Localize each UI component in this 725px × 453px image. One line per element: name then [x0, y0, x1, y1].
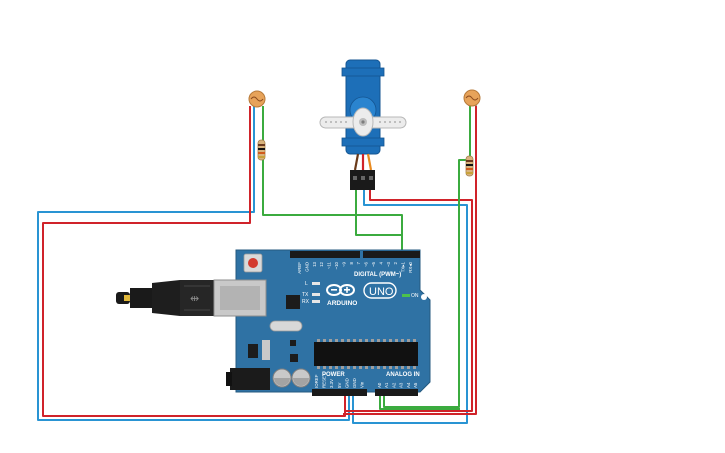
- pin-label: 4: [378, 261, 383, 264]
- crystal-oscillator: [269, 320, 303, 332]
- resistor-right[interactable]: [465, 155, 474, 177]
- status-leds: L TX RX ON: [302, 281, 419, 305]
- digital-label: DIGITAL (PWM~): [354, 272, 401, 278]
- pin-label: A2: [391, 382, 396, 388]
- pin-label: 8: [349, 261, 354, 264]
- pin-label: 3.3V: [329, 379, 334, 388]
- svg-text:⇹: ⇹: [190, 292, 199, 305]
- power-header[interactable]: [312, 389, 367, 396]
- uno-badge: UNO: [363, 282, 397, 299]
- analog-header[interactable]: [375, 389, 418, 396]
- brand-label: ARDUINO: [327, 300, 357, 307]
- pin-label: RESET: [322, 373, 327, 388]
- pin-label: RX◂0: [408, 261, 413, 272]
- photoresistor-right[interactable]: [463, 89, 481, 107]
- pin-label: A3: [399, 382, 404, 388]
- pin-label: IOREF: [314, 374, 319, 388]
- usb-chip: [286, 295, 300, 309]
- pin-label: GND: [352, 378, 357, 388]
- resistor-left[interactable]: [257, 139, 266, 161]
- pin-label: 2: [393, 261, 398, 264]
- usb-cable[interactable]: ⇹: [116, 280, 214, 316]
- wire-left-ldr-green[interactable]: [262, 106, 403, 250]
- pin-label: A0: [377, 382, 382, 388]
- wire-left-ldr-red[interactable]: [42, 106, 346, 417]
- pin-label: Vin: [360, 381, 365, 388]
- pin-label: A4: [406, 382, 411, 388]
- wire-right-ldr-red[interactable]: [343, 106, 477, 415]
- pin-label: 5V: [337, 383, 342, 388]
- pin-label: ~3: [386, 261, 391, 267]
- led-label-l: L: [305, 281, 308, 287]
- pin-label: A1: [384, 382, 389, 388]
- pin-label: GND: [304, 262, 309, 272]
- servo-horn[interactable]: [319, 107, 407, 137]
- pin-label: ~6: [364, 261, 369, 267]
- pin-label: A5: [413, 382, 418, 388]
- pin-label: 12: [319, 261, 324, 266]
- pin-label: ~11: [327, 261, 332, 269]
- on-label: ON: [411, 293, 419, 299]
- servo-motor[interactable]: [319, 59, 407, 190]
- pin-label: GND: [344, 378, 349, 388]
- capacitors: [272, 368, 311, 388]
- arduino-logo: ARDUINO: [326, 284, 357, 307]
- wire-servo-green[interactable]: [355, 190, 403, 250]
- pin-label: 13: [312, 261, 317, 266]
- wire-right-ldr-green[interactable]: [383, 106, 471, 408]
- power-label: POWER: [322, 372, 345, 378]
- digital-header[interactable]: [290, 251, 420, 258]
- analog-label: ANALOG IN: [386, 372, 420, 378]
- pin-label: ~9: [341, 261, 346, 267]
- led-label-rx: RX: [302, 299, 310, 305]
- pin-label: ~5: [371, 261, 376, 267]
- wire-servo-red[interactable]: [346, 190, 473, 412]
- photoresistor-left[interactable]: [248, 90, 266, 108]
- power-jack[interactable]: [230, 368, 270, 390]
- model-label: UNO: [369, 286, 394, 298]
- wire-a0-green[interactable]: [379, 392, 460, 410]
- led-label-tx: TX: [302, 292, 309, 298]
- pin-label: TX▸1: [401, 261, 406, 272]
- wire-left-ldr-blue[interactable]: [37, 106, 350, 421]
- pin-label: ~10: [334, 261, 339, 269]
- atmega-chip: [314, 339, 418, 369]
- wire-servo-blue[interactable]: [352, 190, 468, 424]
- wires: [37, 106, 477, 424]
- pin-label: AREF: [297, 262, 302, 274]
- pin-label: 7: [356, 261, 361, 264]
